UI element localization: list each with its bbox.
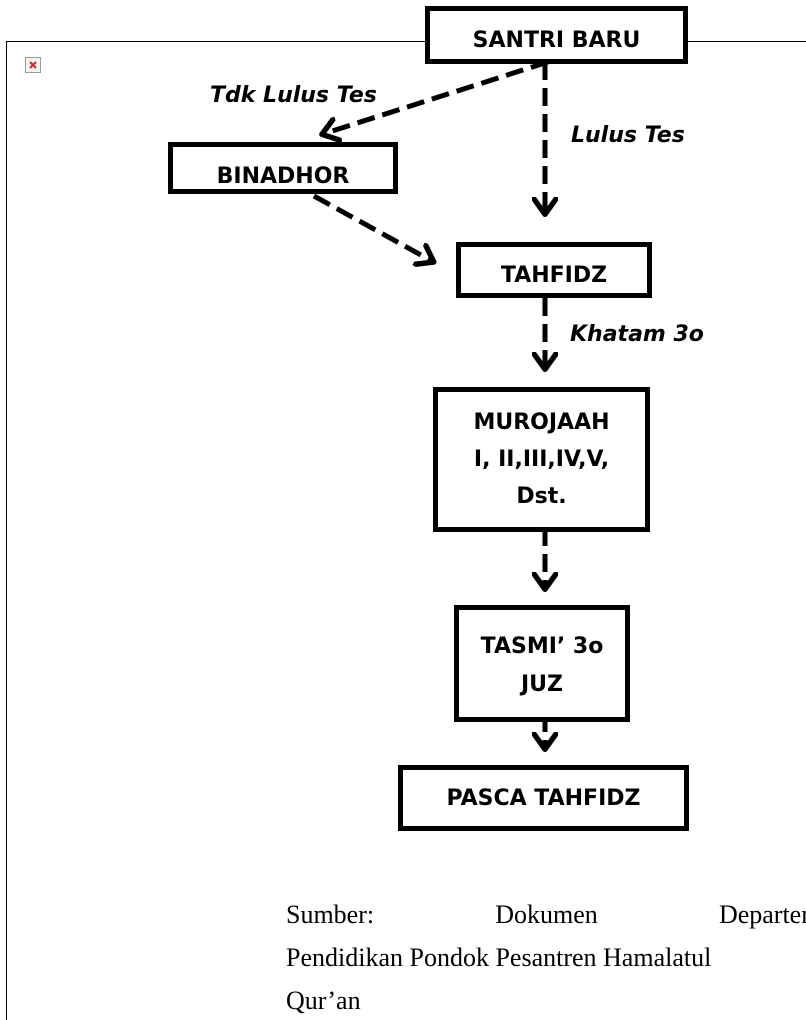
node-binadhor: BINADHOR: [168, 142, 398, 194]
source-note-word-1: Sumber:: [286, 900, 375, 929]
arrow-binadhor-to-tahfidz: [312, 193, 430, 260]
source-note-line-1: Sumber: Dokumen Departemen: [286, 893, 806, 936]
source-note-line-3: Qur’an: [286, 986, 361, 1015]
source-note-line-2: Pendidikan Pondok Pesantren Hamalatul: [286, 943, 712, 972]
node-tahfidz: TAHFIDZ: [456, 242, 652, 298]
node-santri-baru: SANTRI BARU: [425, 6, 688, 64]
node-murojaah-line-2: I, II,III,IV,V,: [473, 447, 610, 472]
frame-top-border: [6, 41, 806, 42]
node-santri-baru-label: SANTRI BARU: [472, 27, 641, 53]
node-tahfidz-label: TAHFIDZ: [500, 262, 608, 288]
node-tasmi: TASMI’ 3o JUZ: [454, 605, 630, 722]
node-murojaah-line-3: Dst.: [516, 484, 567, 509]
source-note-word-2: Dokumen: [495, 900, 598, 929]
broken-image-cross: [29, 61, 37, 69]
node-binadhor-label: BINADHOR: [216, 164, 350, 189]
node-murojaah: MUROJAAH I, II,III,IV,V, Dst.: [433, 387, 650, 532]
source-note-word-3: Departemen: [718, 900, 806, 929]
broken-image-icon: [25, 57, 41, 73]
node-murojaah-line-1: MUROJAAH: [473, 410, 610, 435]
edge-label-lulus-tes: Lulus Tes: [571, 123, 685, 148]
node-tasmi-line-2: JUZ: [520, 672, 563, 697]
node-pasca-tahfidz-label: PASCA TAHFIDZ: [446, 785, 641, 811]
node-pasca-tahfidz: PASCA TAHFIDZ: [398, 765, 689, 831]
edge-label-khatam: Khatam 3o: [570, 322, 704, 347]
source-note: Sumber: Dokumen Departemen Pendidikan Po…: [286, 893, 806, 1020]
node-tasmi-line-1: TASMI’ 3o: [480, 634, 604, 659]
frame-left-border: [6, 41, 7, 1020]
edge-label-tdk-lulus-tes: Tdk Lulus Tes: [210, 83, 377, 108]
